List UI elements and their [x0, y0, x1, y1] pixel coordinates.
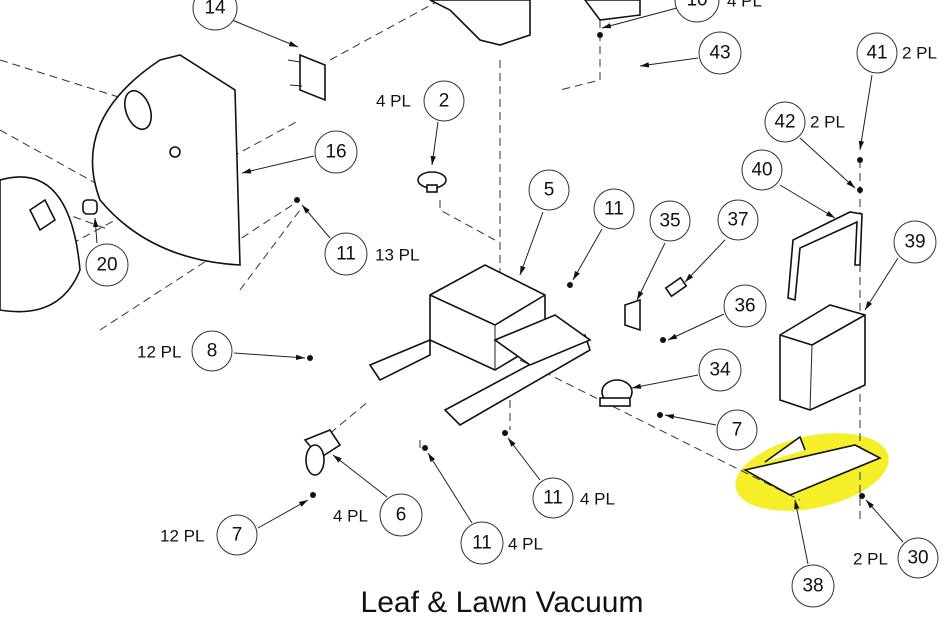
- callout-34: 34: [698, 348, 742, 392]
- callout-7-b-qty: 12 PL: [160, 527, 204, 546]
- callout-8-qty: 12 PL: [137, 343, 181, 362]
- callout-7-b: 7: [216, 514, 258, 556]
- svg-text:37: 37: [727, 210, 748, 231]
- callout-6: 6: [379, 493, 423, 537]
- part-switch-37: [664, 276, 688, 298]
- callout-11-d: 11: [460, 521, 504, 565]
- callout-11-b: 11: [324, 232, 368, 276]
- svg-text:11: 11: [543, 488, 563, 509]
- fasteners: [294, 32, 865, 499]
- svg-text:11: 11: [472, 533, 492, 554]
- callout-40: 40: [741, 149, 783, 191]
- leader-lines: [93, 7, 904, 565]
- part-spacer-20: [82, 199, 98, 215]
- callout-43: 43: [698, 31, 742, 75]
- part-bracket-35: [624, 298, 641, 332]
- callout-14: 14: [192, 0, 238, 31]
- part-solenoid-34: [599, 379, 633, 407]
- svg-text:39: 39: [904, 232, 925, 253]
- part-bracket-box-5: [368, 264, 592, 426]
- svg-text:41: 41: [866, 43, 887, 64]
- callout-16: 16: [314, 130, 358, 174]
- callout-30: 30: [897, 537, 939, 579]
- callout-11-a: 11: [593, 188, 635, 230]
- callout-42: 42: [764, 101, 806, 143]
- part-bracket-14: [287, 53, 326, 102]
- svg-text:43: 43: [709, 43, 730, 64]
- svg-text:35: 35: [659, 211, 680, 232]
- callout-37: 37: [717, 199, 759, 241]
- part-hold-down-40: [787, 211, 863, 302]
- part-battery-tray-38: [742, 435, 882, 496]
- callout-7-a: 7: [716, 409, 758, 451]
- part-impeller: [0, 176, 81, 313]
- part-knob-2: [417, 171, 447, 193]
- svg-text:30: 30: [907, 548, 928, 569]
- svg-text:2: 2: [439, 91, 450, 112]
- svg-text:34: 34: [709, 360, 731, 381]
- part-caster-6: [303, 429, 342, 476]
- callout-5: 5: [528, 169, 570, 211]
- callout-39: 39: [893, 220, 937, 264]
- callout-10-qty: 4 PL: [727, 0, 762, 11]
- callout-20: 20: [85, 243, 129, 287]
- callout-2: 2: [423, 80, 465, 122]
- svg-text:36: 36: [734, 296, 755, 317]
- svg-text:10: 10: [686, 0, 707, 11]
- diagram-title: Leaf & Lawn Vacuum: [361, 586, 644, 619]
- callout-41-qty: 2 PL: [902, 44, 937, 63]
- callout-11-d-qty: 4 PL: [508, 535, 543, 554]
- callout-2-qty: 4 PL: [376, 92, 411, 111]
- svg-text:8: 8: [207, 341, 218, 362]
- svg-text:11: 11: [604, 199, 624, 220]
- callout-38: 38: [791, 564, 835, 608]
- callout-36: 36: [723, 284, 767, 328]
- callout-10: 10: [674, 0, 720, 23]
- svg-text:7: 7: [732, 420, 743, 441]
- svg-text:38: 38: [802, 576, 823, 597]
- part-battery-39: [779, 304, 866, 411]
- svg-text:6: 6: [396, 505, 407, 526]
- callout-30-qty: 2 PL: [853, 550, 888, 569]
- svg-text:40: 40: [751, 160, 772, 181]
- callout-35: 35: [649, 200, 691, 242]
- callout-6-qty: 4 PL: [333, 507, 368, 526]
- callout-11-c-qty: 4 PL: [580, 490, 615, 509]
- svg-text:5: 5: [544, 180, 555, 201]
- callout-11-b-qty: 13 PL: [375, 246, 419, 265]
- svg-text:14: 14: [204, 0, 226, 19]
- part-housing-plate-16: [91, 54, 241, 266]
- svg-text:42: 42: [774, 112, 795, 133]
- svg-text:16: 16: [325, 142, 346, 163]
- callout-8: 8: [191, 330, 233, 372]
- callout-42-qty: 2 PL: [810, 113, 845, 132]
- svg-text:7: 7: [232, 525, 243, 546]
- svg-text:20: 20: [96, 255, 117, 276]
- callout-41: 41: [856, 32, 898, 74]
- svg-text:11: 11: [336, 244, 356, 265]
- part-motor-mount: [429, 0, 641, 46]
- callout-11-c: 11: [532, 477, 574, 519]
